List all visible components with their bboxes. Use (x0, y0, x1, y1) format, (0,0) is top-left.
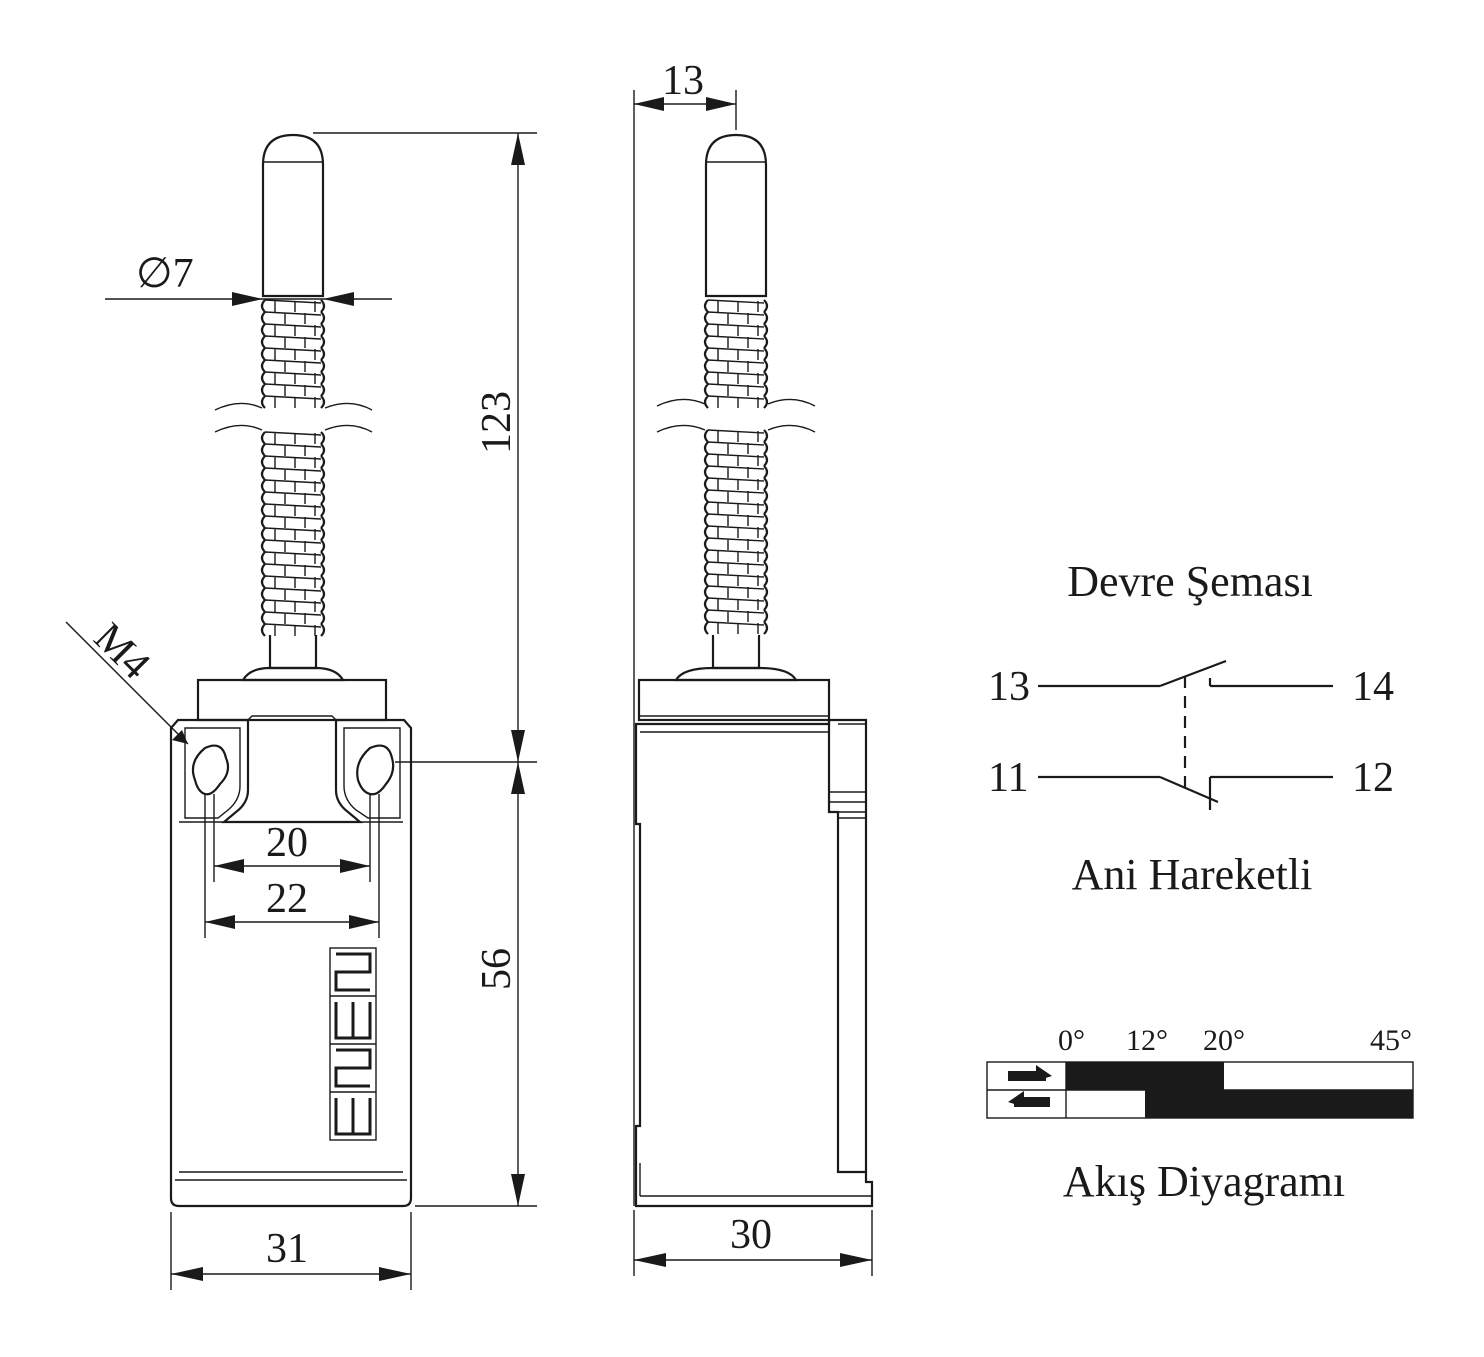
side-stem (711, 635, 761, 670)
terminal-13: 13 (988, 664, 1030, 710)
emas-logo (329, 947, 377, 1141)
front-washer (241, 666, 345, 682)
front-view (169, 133, 413, 1208)
height-dimensions: 123 56 (313, 132, 537, 1207)
diameter-label: ∅7 (136, 251, 194, 297)
offset-13-label: 13 (662, 58, 704, 104)
angle-12: 12° (1126, 1024, 1168, 1057)
height-56-label: 56 (474, 948, 520, 990)
flow-bar-forward (1066, 1062, 1224, 1090)
angle-0: 0° (1058, 1024, 1085, 1057)
m4-leader: M4 (65, 615, 189, 745)
spacing-20-label: 20 (266, 820, 308, 866)
side-spring (703, 299, 769, 635)
side-head-block (637, 678, 831, 722)
return-arrow-icon (1008, 1091, 1050, 1107)
spacing-22-label: 22 (266, 876, 308, 922)
side-break-line-bottom (656, 424, 816, 433)
front-break-line-top (214, 402, 373, 411)
right-mounting-hole (356, 744, 395, 796)
front-head-block (196, 678, 388, 722)
side-view (634, 133, 874, 1208)
angle-20: 20° (1203, 1024, 1245, 1057)
height-123-label: 123 (474, 391, 520, 454)
front-left-ear (184, 727, 241, 819)
flow-diagram: 0° 12° 20° 45° Akış Diyagramı (986, 1024, 1414, 1206)
diameter-dimension: ∅7 (105, 251, 392, 306)
width-31-label: 31 (266, 1226, 308, 1272)
front-spring (260, 299, 326, 637)
terminal-12: 12 (1352, 755, 1394, 801)
left-mounting-hole (191, 744, 230, 796)
circuit-subtitle: Ani Hareketli (1072, 850, 1313, 899)
side-break-line-top (656, 398, 816, 407)
width-30-label: 30 (730, 1212, 772, 1258)
side-bracket (827, 720, 866, 1174)
flow-bar-return (1145, 1090, 1413, 1118)
side-body (634, 718, 874, 1208)
flow-title: Akış Diyagramı (1063, 1157, 1345, 1206)
front-break-line-bottom (214, 424, 373, 433)
front-right-ear (343, 727, 401, 819)
angle-45: 45° (1370, 1024, 1412, 1057)
terminal-14: 14 (1352, 664, 1394, 710)
front-stem (268, 635, 318, 670)
terminal-11: 11 (988, 755, 1028, 801)
width-30-dimension: 30 (633, 1210, 873, 1276)
forward-arrow-icon (1008, 1065, 1052, 1081)
width-31-dimension: 31 (170, 1212, 412, 1290)
thread-label: M4 (85, 615, 159, 689)
circuit-title: Devre Şeması (1067, 557, 1313, 606)
front-rod-cap (261, 133, 325, 298)
hole-spacing-dimensions: 20 22 (204, 794, 380, 938)
offset-13-dimension: 13 (633, 58, 737, 1206)
circuit-diagram: Devre Şeması 13 14 11 12 Ani Hareketli (988, 557, 1394, 899)
side-rod-cap (704, 133, 768, 298)
